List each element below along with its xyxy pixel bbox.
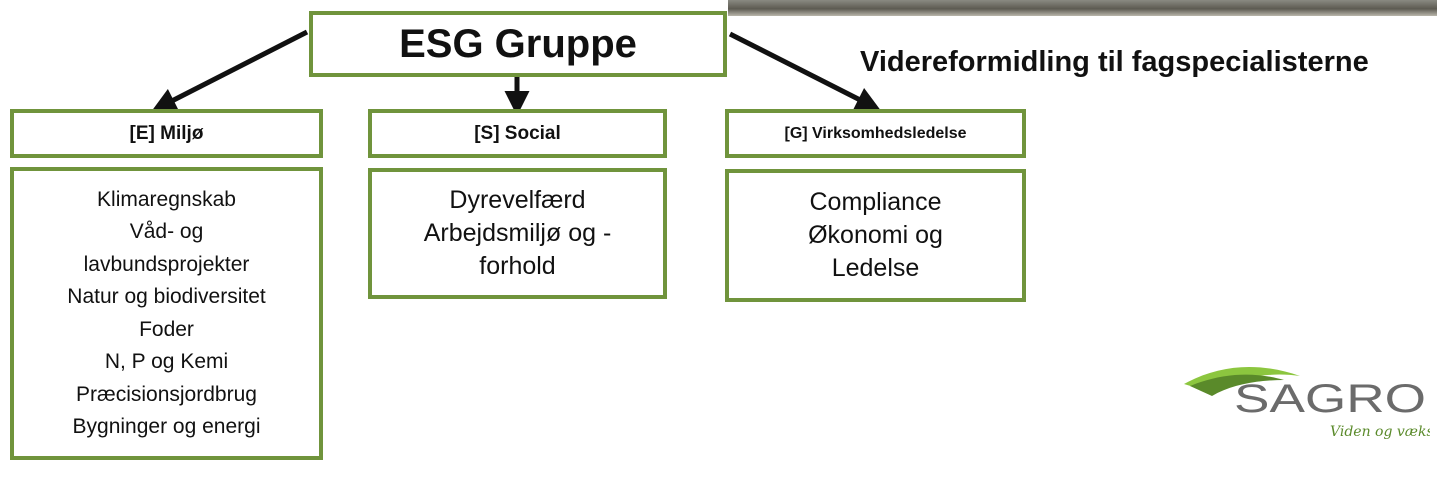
detail-item: Klimaregnskab <box>97 187 236 211</box>
detail-item: Dyrevelfærd <box>449 186 586 214</box>
category-governance: [G] Virksomhedsledelse <box>725 109 1026 158</box>
sagro-logo: SAGRO Viden og vækst <box>1184 366 1430 440</box>
side-note: Videreformidling til fagspecialisterne <box>860 46 1369 78</box>
category-label: [E] Miljø <box>129 122 204 144</box>
top-photo-strip <box>728 0 1437 16</box>
detail-item: forhold <box>479 252 556 280</box>
logo-wordmark: SAGRO <box>1234 377 1426 421</box>
detail-box-environment: Klimaregnskab Våd- og lavbundsprojekter … <box>10 167 323 460</box>
arrow-to-governance <box>728 31 881 111</box>
detail-item: Foder <box>139 317 194 341</box>
detail-box-social: Dyrevelfærd Arbejdsmiljø og - forhold <box>368 168 667 299</box>
root-box: ESG Gruppe <box>309 11 727 77</box>
category-label: [S] Social <box>474 122 561 144</box>
root-title: ESG Gruppe <box>399 21 637 66</box>
arrow-to-environment <box>151 29 309 112</box>
detail-item: Økonomi og <box>808 221 943 249</box>
detail-item: Bygninger og energi <box>72 415 261 438</box>
detail-item: Ledelse <box>831 254 920 282</box>
detail-item: Compliance <box>809 188 942 216</box>
detail-box-governance: Compliance Økonomi og Ledelse <box>725 169 1026 302</box>
category-environment: [E] Miljø <box>10 109 323 158</box>
category-label: [G] Virksomhedsledelse <box>784 124 967 142</box>
detail-item: lavbundsprojekter <box>83 252 250 276</box>
detail-item: Arbejdsmiljø og - <box>423 219 612 247</box>
logo-tagline: Viden og vækst <box>1330 424 1430 440</box>
detail-item: Natur og biodiversitet <box>67 285 266 308</box>
detail-item: N, P og Kemi <box>104 350 229 373</box>
detail-item: Våd- og <box>129 220 204 243</box>
category-social: [S] Social <box>368 109 667 158</box>
detail-item: Præcisionsjordbrug <box>76 382 257 406</box>
